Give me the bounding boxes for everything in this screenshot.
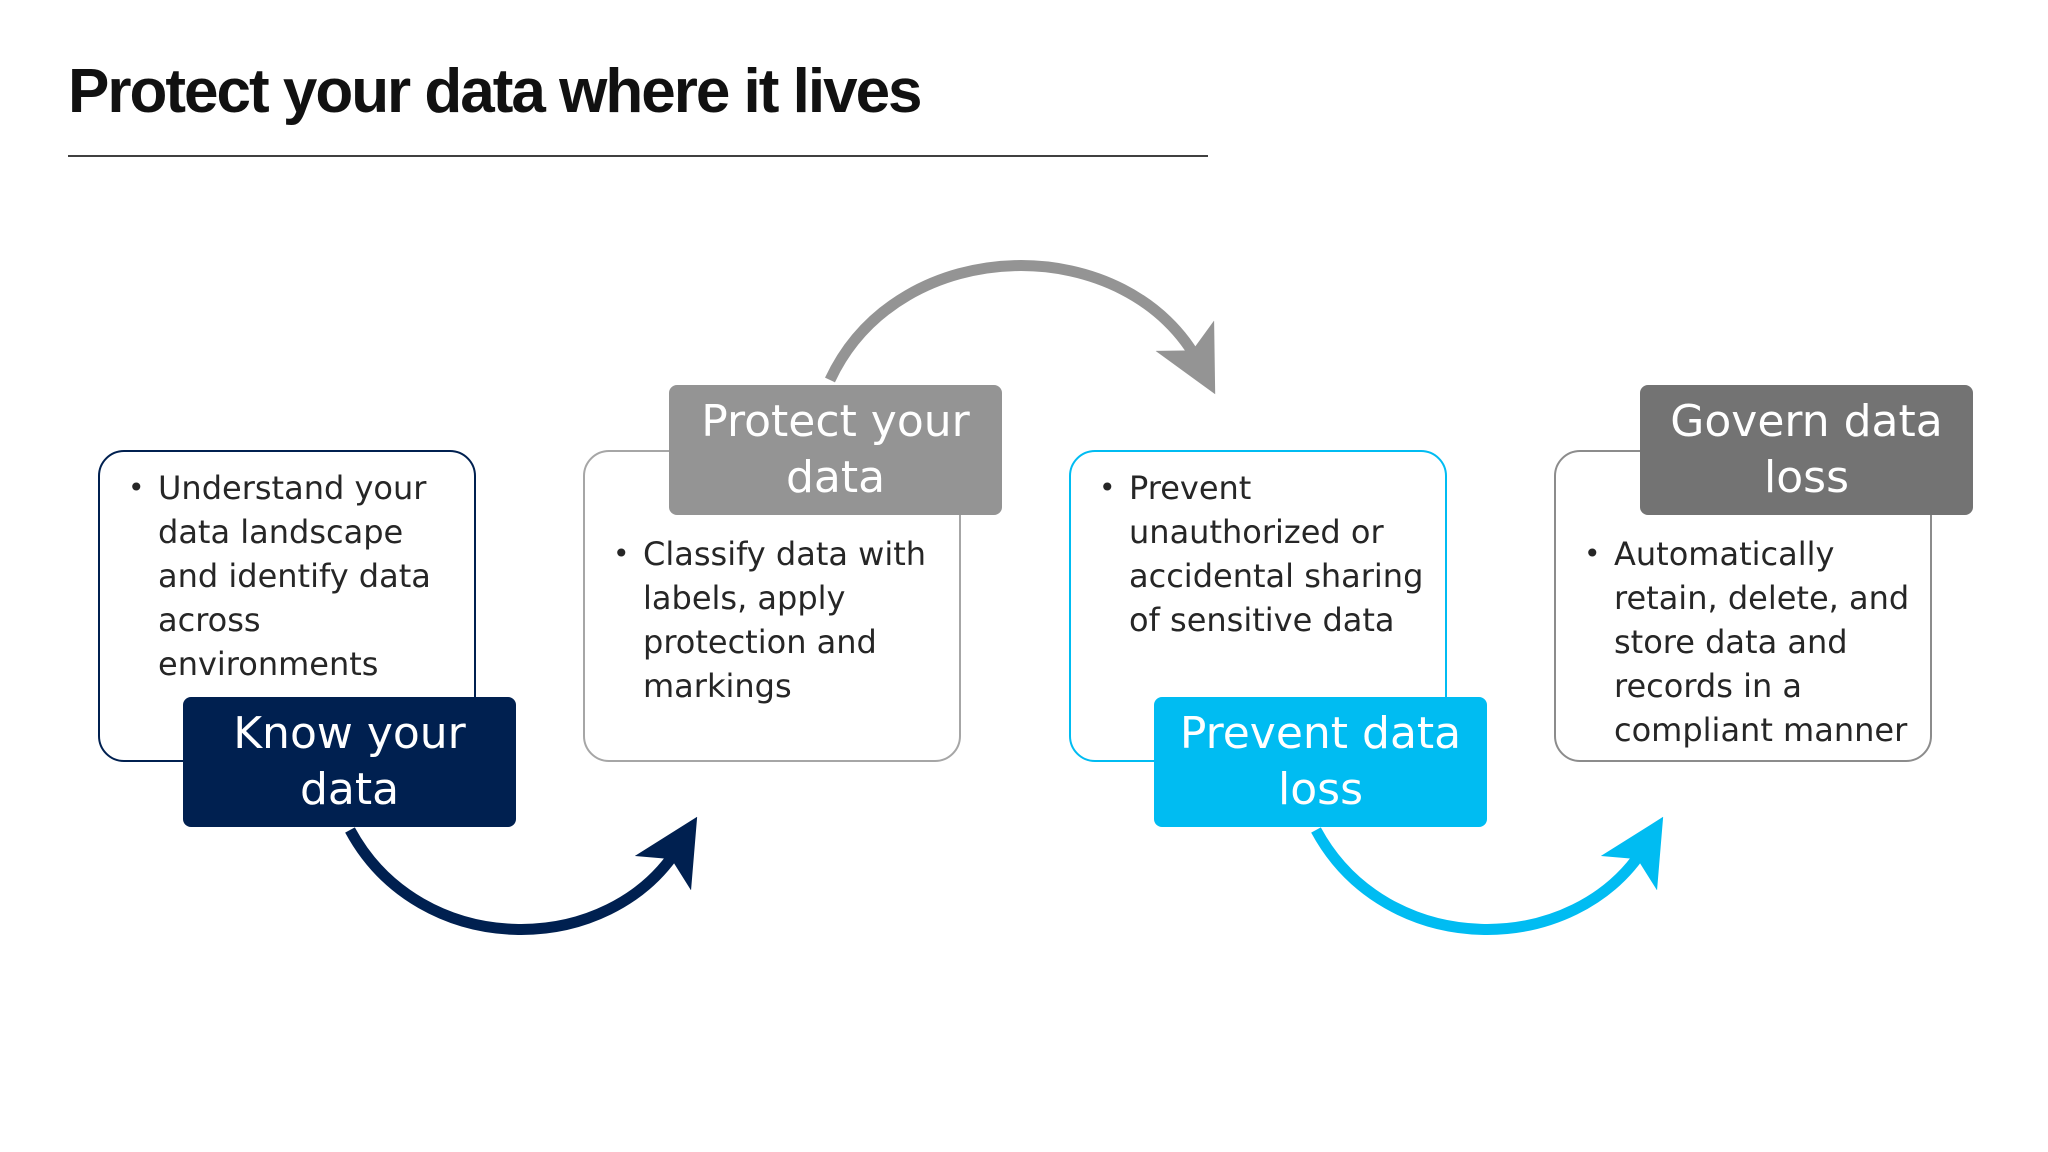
arrow-know-to-protect: [345, 816, 698, 935]
step-bullets-protect: Classify data with labels, apply protect…: [601, 532, 941, 708]
step-label-protect: Protect your data: [669, 385, 1002, 515]
bullet-prevent: Prevent unauthorized or accidental shari…: [1099, 466, 1427, 642]
step-label-know: Know your data: [183, 697, 516, 827]
step-box-know: Understand your data landscape and ident…: [98, 450, 476, 762]
step-label-govern: Govern data loss: [1640, 385, 1973, 515]
step-bullets-know: Understand your data landscape and ident…: [116, 466, 456, 686]
step-label-prevent: Prevent data loss: [1154, 697, 1487, 827]
arrow-protect-to-prevent: [825, 260, 1216, 395]
step-bullets-govern: Automatically retain, delete, and store …: [1572, 532, 1912, 752]
bullet-protect: Classify data with labels, apply protect…: [613, 532, 941, 708]
bullet-govern: Automatically retain, delete, and store …: [1584, 532, 1912, 752]
page-title: Protect your data where it lives: [68, 57, 923, 126]
bullet-know: Understand your data landscape and ident…: [128, 466, 456, 686]
title-divider: [68, 155, 1208, 157]
arrow-prevent-to-govern: [1311, 816, 1664, 935]
step-bullets-prevent: Prevent unauthorized or accidental shari…: [1087, 466, 1427, 642]
